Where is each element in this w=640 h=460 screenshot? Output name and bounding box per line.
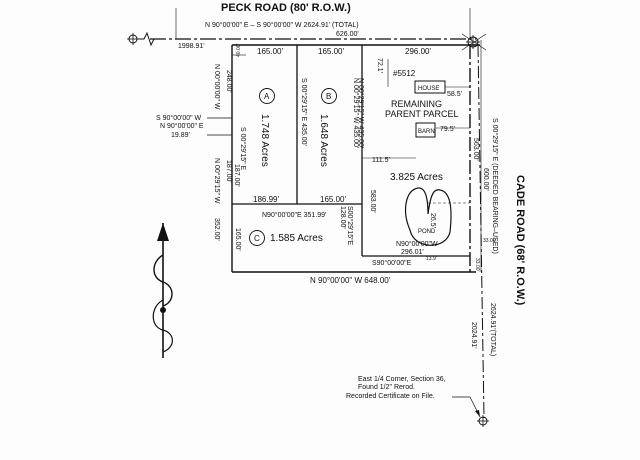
peck-road-label: PECK ROAD (80' R.O.W.): [221, 2, 351, 14]
left-bearing-1: N 00°00'00" W: [213, 64, 221, 110]
parcel-b-distance-165: 165.00': [320, 195, 346, 204]
parcel-c-label: C: [254, 234, 260, 243]
parcel-a-label: A: [264, 92, 270, 101]
top-distance-296: 296.00': [405, 47, 431, 56]
house-label: HOUSE: [418, 86, 439, 92]
parcel-c-distance-128: 128.00': [339, 206, 346, 229]
parcel-a-distance-187: 187.00': [233, 164, 240, 187]
remaining-bearing: N 00°29'15" W 435.00': [357, 78, 365, 148]
parcel-a-area: 1.748 Acres: [259, 114, 270, 167]
cade-road-line: [477, 40, 485, 419]
top-distance-40: 40.00': [236, 43, 242, 57]
top-distance-626: 626.00': [336, 31, 359, 38]
right-total: 2624.91'(TOTAL): [489, 303, 496, 356]
parcel-boundaries: [231, 45, 476, 273]
tie-distance: 19.89': [171, 132, 190, 139]
remaining-title-1: REMAINING: [391, 99, 442, 109]
pond-bearing: N90°00'00"W: [396, 240, 438, 248]
top-distance-165a: 165.00': [257, 47, 283, 56]
cade-road-label: CADE ROAD (68' R.O.W.): [514, 175, 526, 306]
barn-label: BARN: [418, 129, 435, 135]
parcel-c-bearing-2: S00°29'15"E: [346, 206, 354, 246]
parcel-b-bearing-1: S 00°29'15" E 435.00': [300, 78, 308, 146]
parcel-a-circle: [259, 88, 275, 104]
corner-symbol-ne: [461, 33, 487, 51]
right-distance-563: 563.00': [472, 138, 479, 161]
parcel-c-area: 1.585 Acres: [270, 233, 323, 244]
parcel-b-label: B: [326, 92, 331, 101]
note-line-1: East 1/4 Corner, Section 36,: [358, 376, 446, 383]
note-line-3: Recorded Certificate on File.: [346, 393, 435, 400]
left-tie-line: [207, 117, 232, 136]
parcel-c-distance-165: 165.00': [234, 228, 241, 251]
south-distance-13: 13.9': [426, 256, 437, 262]
address-label: #5512: [393, 69, 416, 78]
left-bearing-2: N 00°29'15" W: [213, 158, 221, 204]
tie-bearing-2: N 90°00'00" E: [160, 122, 204, 130]
remaining-distance-26: 26.5': [429, 213, 436, 228]
tie-bearing-1: S 90°00'00" W: [156, 114, 202, 122]
note-line-2: Found 1/2" Rerod.: [358, 384, 415, 391]
bottom-bearing: N 90°00'00" W 648.00': [310, 276, 391, 285]
pond-label: POND: [418, 229, 436, 235]
remaining-distance-72: 72.1': [376, 58, 383, 73]
pond-outline: [404, 187, 470, 246]
top-distance-165b: 165.00': [318, 47, 344, 56]
top-distance-1998: 1998.91': [178, 43, 205, 50]
right-distance-600: 600.00': [482, 168, 489, 191]
south-bearing: S90°00'00"E: [372, 259, 412, 267]
note-leader: [452, 396, 481, 418]
right-distance-33a: 33.00': [483, 238, 497, 244]
barn-outline: [362, 122, 470, 159]
house-outline: [387, 59, 470, 94]
right-bearing: S 00°29'15" E (DEEDED BEARING–USED): [491, 118, 499, 254]
remaining-distance-583: 583.00': [369, 190, 376, 213]
remaining-area: 3.825 Acres: [390, 172, 443, 183]
left-distance-352: 352.00': [213, 218, 220, 241]
parcel-b-circle: [321, 88, 337, 104]
top-bearing: N 90°00'00" E – S 90°00'00" W 2624.91' (…: [205, 21, 359, 29]
remaining-distance-58: 58.5': [447, 91, 462, 98]
parcel-b-area: 1.648 Acres: [318, 114, 329, 167]
remaining-distance-111: 111.5': [372, 157, 390, 164]
parcel-c-bearing: N90°00'00"E 351.99': [262, 211, 326, 219]
corner-symbol-nw: [127, 33, 139, 45]
pond-distance: 296.01': [401, 249, 424, 256]
north-arrow: [152, 223, 173, 358]
left-distance-248: 248.00': [225, 70, 232, 93]
right-distance-33b: 33.00': [474, 258, 480, 272]
parcel-b-bearing-2: N 00°29'15" W 435.00': [352, 78, 360, 148]
parcel-c-circle: [249, 230, 265, 246]
peck-road-line: [138, 8, 480, 47]
left-distance-187: 187.00': [225, 160, 232, 183]
remaining-title-2: PARENT PARCEL: [385, 109, 459, 119]
remaining-distance-79: 79.5': [440, 126, 455, 133]
parcel-a-distance-186: 186.99': [253, 195, 279, 204]
parcel-a-bearing: S 00°29'15" E: [239, 127, 247, 171]
corner-symbol-se: [477, 415, 489, 427]
right-distance-2024: 2024.91': [470, 322, 477, 349]
